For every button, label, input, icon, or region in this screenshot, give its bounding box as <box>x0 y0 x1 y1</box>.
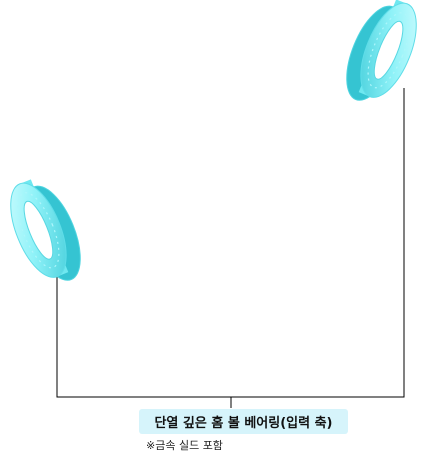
leader-line-right <box>231 88 405 398</box>
note-text: ※금속 실드 포함 <box>146 439 223 452</box>
part-label: 단열 깊은 홈 볼 베어링(입력 축) <box>139 409 348 434</box>
leader-lines <box>56 88 405 408</box>
bearing-right <box>346 0 417 101</box>
leader-line-left <box>56 272 231 398</box>
bearing-left <box>10 179 81 281</box>
part-label-text: 단열 깊은 홈 볼 베어링(입력 축) <box>154 416 333 431</box>
